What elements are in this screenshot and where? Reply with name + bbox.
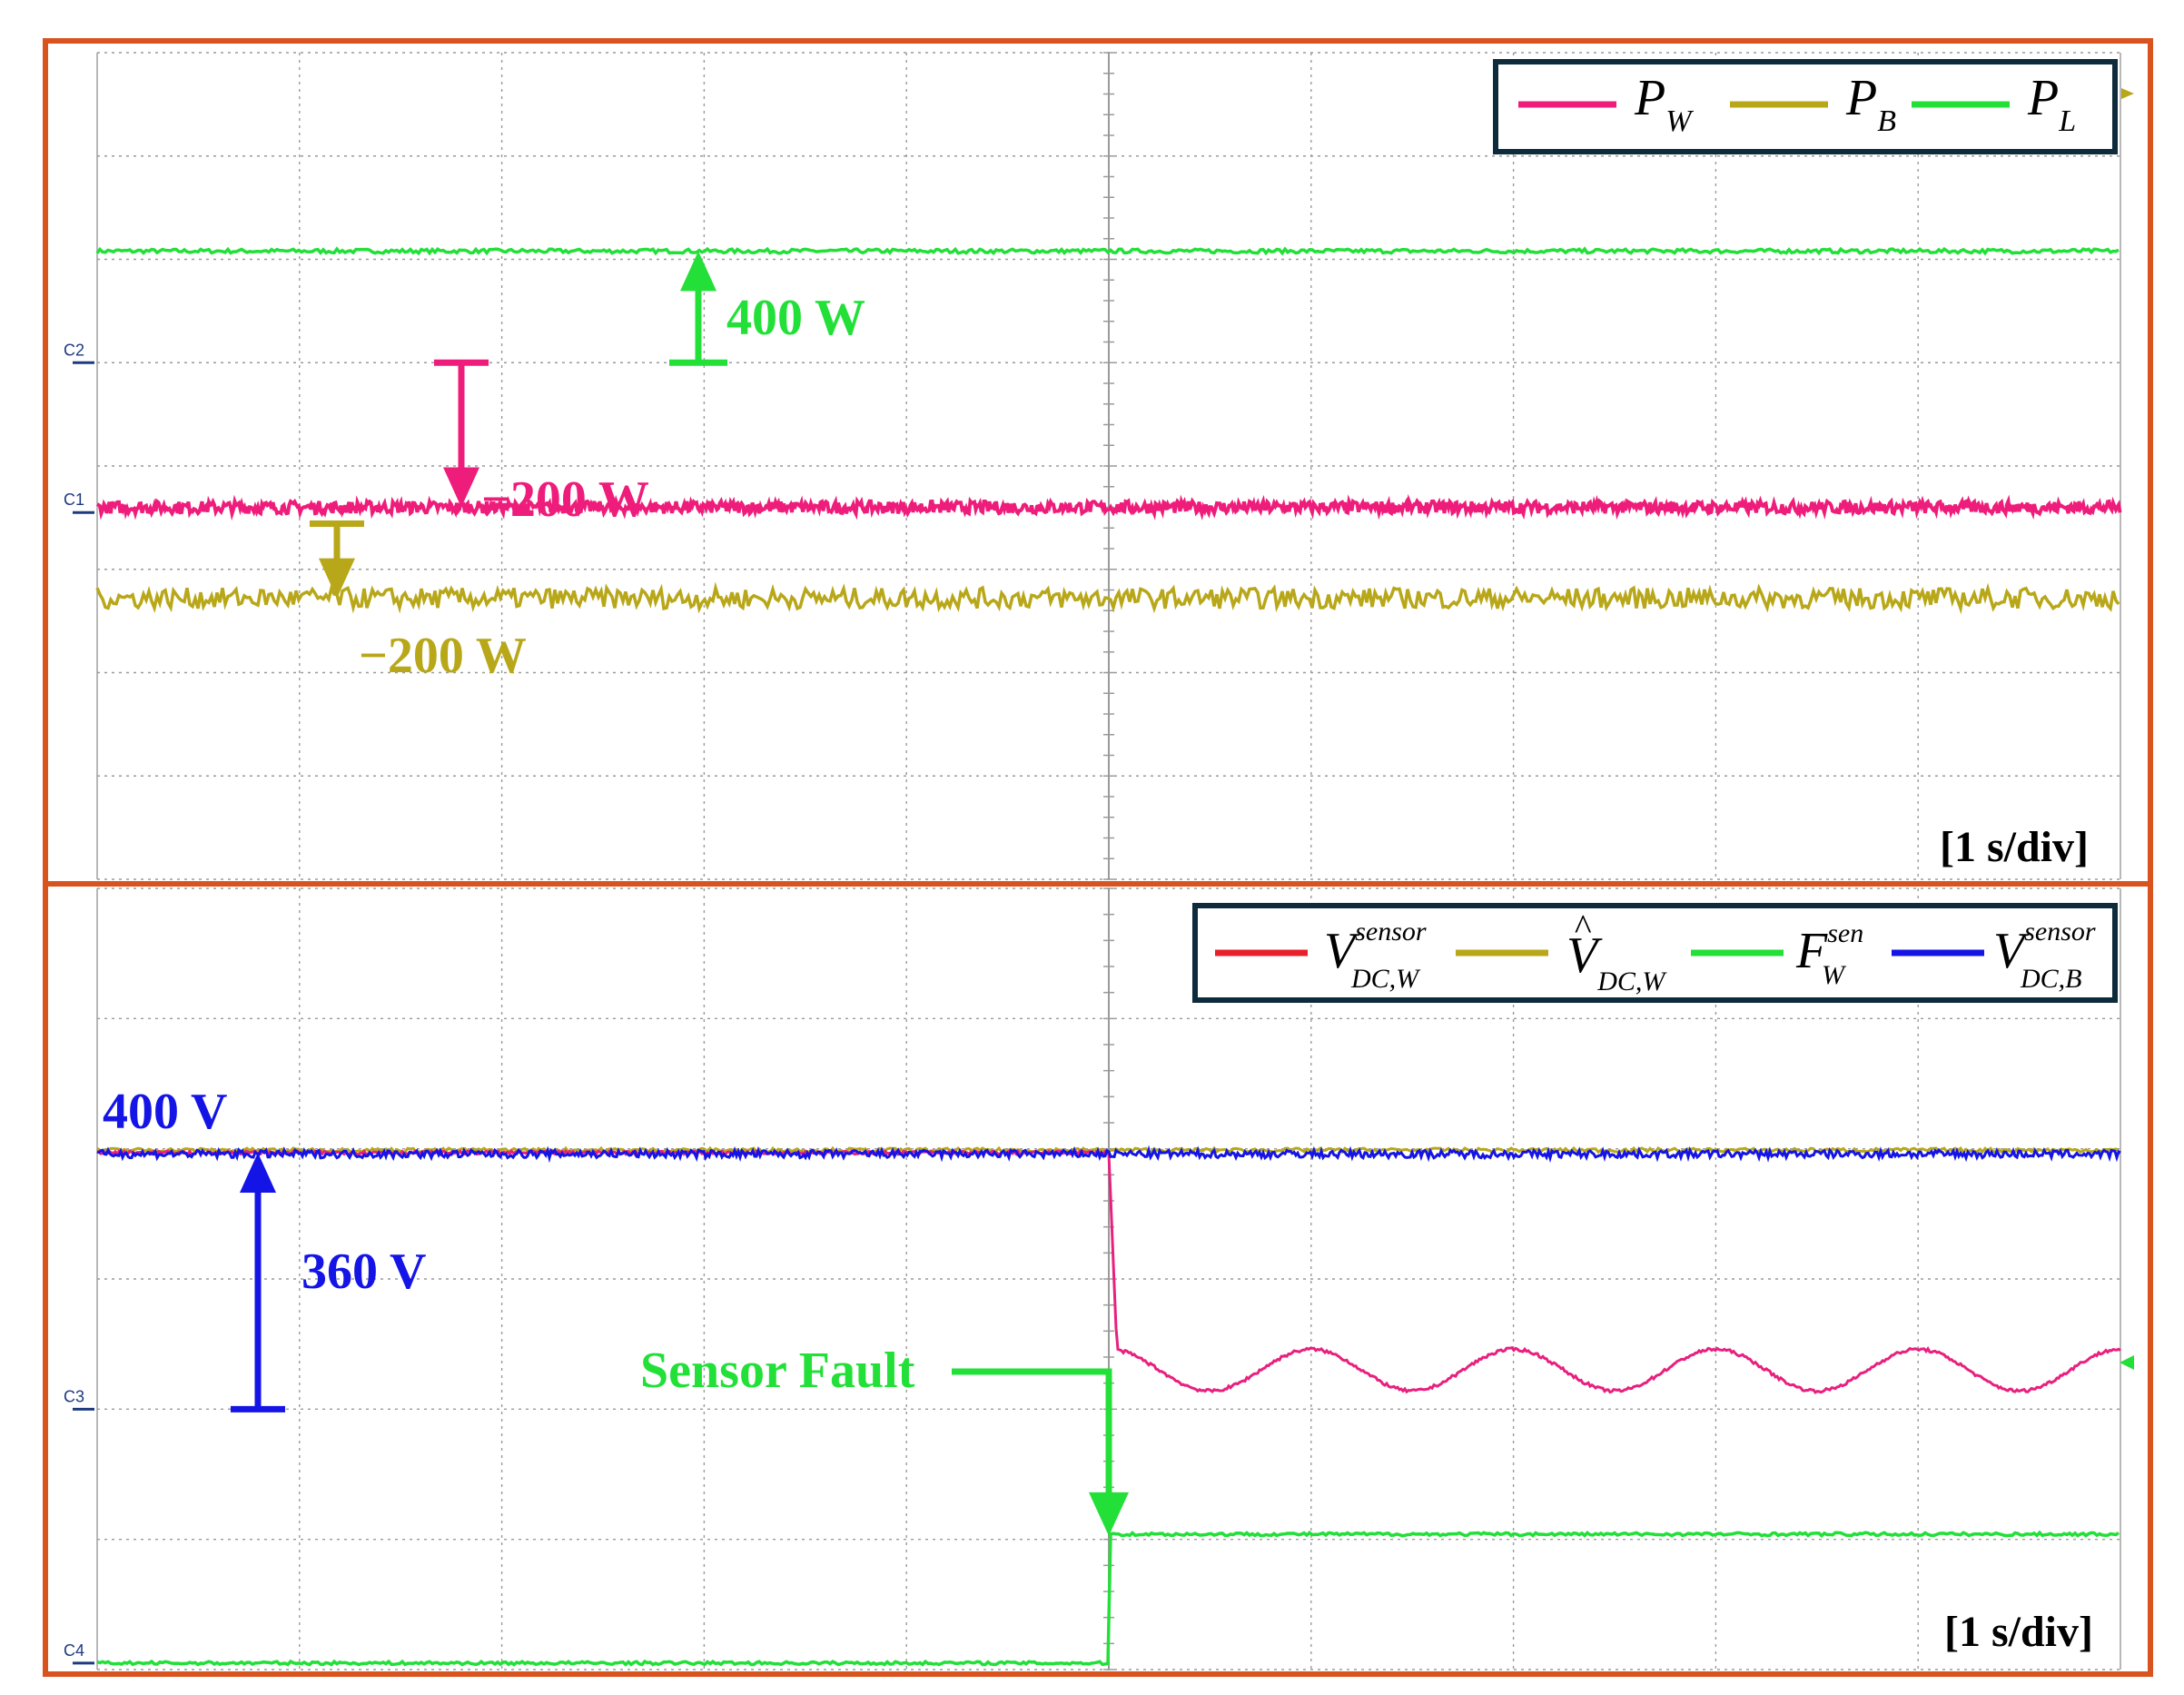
arrow-head xyxy=(1089,1492,1129,1536)
legend-vsw-sup: sensor xyxy=(1355,917,1427,947)
legend-pb-sub: B xyxy=(1877,104,1896,138)
arrow-head xyxy=(443,467,479,508)
legend-vsw-sub: DC,W xyxy=(1350,964,1421,994)
trigger-level-marker xyxy=(2121,88,2134,99)
legend-vhw-base: V xyxy=(1566,927,1603,984)
arrow-shaft xyxy=(952,1368,1112,1494)
legend-label-pw: PW xyxy=(1634,70,1694,138)
annotation-360v-label: 360 V xyxy=(301,1244,426,1300)
trace-f-w xyxy=(96,1530,2120,1667)
channel-4-offset-marker xyxy=(2120,1355,2134,1370)
trace-p-w xyxy=(96,493,2122,521)
top-legend: PW PB PL xyxy=(1493,59,2118,154)
channel-marker-label: C2 xyxy=(64,341,84,359)
channel-marker-label: C1 xyxy=(64,491,84,509)
legend-pw-sub: W xyxy=(1665,104,1694,138)
legend-vsw-base: V xyxy=(1324,923,1360,979)
top-traces xyxy=(95,246,2122,615)
top-panel-frame xyxy=(43,38,2153,887)
legend-vsb-base: V xyxy=(1993,923,2030,979)
legend-vhw-sub: DC,W xyxy=(1596,966,1667,996)
legend-fw-sup: sen xyxy=(1827,918,1863,948)
legend-pl-sub: L xyxy=(2058,104,2076,138)
annotation-pb-label: −200 W xyxy=(359,628,527,684)
legend-fw-base: F xyxy=(1795,923,1828,979)
annotation-pb-step xyxy=(310,520,364,599)
legend-label-pl: PL xyxy=(2027,70,2076,138)
annotation-400v-label: 400 V xyxy=(103,1084,227,1140)
legend-vsb-sup: sensor xyxy=(2024,917,2096,947)
legend-vsb-sub: DC,B xyxy=(2020,964,2082,994)
annotation-sensor-fault-arrow xyxy=(952,1368,1129,1536)
legend-label-pb: PB xyxy=(1845,70,1896,138)
annotation-pl-label: 400 W xyxy=(726,290,865,346)
top-timescale-label: [1 s/div] xyxy=(1940,823,2089,871)
annotation-voltage-span xyxy=(231,1152,285,1412)
annotation-sensor-fault-label: Sensor Fault xyxy=(640,1343,915,1399)
arrow-head xyxy=(319,558,355,599)
annotation-pw-label: −200 W xyxy=(481,471,649,528)
arrow-head xyxy=(680,251,716,292)
arrow-head xyxy=(240,1152,276,1193)
bottom-timescale-label: [1 s/div] xyxy=(1944,1608,2093,1656)
bottom-traces xyxy=(96,1145,2121,1667)
legend-label-vhat-w: VDC,W xyxy=(1566,927,1667,996)
legend-pb-base: P xyxy=(1845,70,1877,126)
legend-hat-mark: ^ xyxy=(1574,907,1592,947)
channel-marker-label: C4 xyxy=(64,1641,84,1660)
trace-p-b xyxy=(95,581,2120,615)
annotation-pl-step xyxy=(669,251,727,366)
top-grid xyxy=(96,52,2121,880)
trace-v-sensor-b xyxy=(96,1145,2121,1164)
annotation-pw-step xyxy=(434,359,489,508)
legend-pl-base: P xyxy=(2027,70,2059,126)
legend-fw-sub: W xyxy=(1822,960,1847,990)
legend-pw-base: P xyxy=(1634,70,1665,126)
trace-p-l xyxy=(95,246,2120,256)
channel-marker-label: C3 xyxy=(64,1387,84,1405)
